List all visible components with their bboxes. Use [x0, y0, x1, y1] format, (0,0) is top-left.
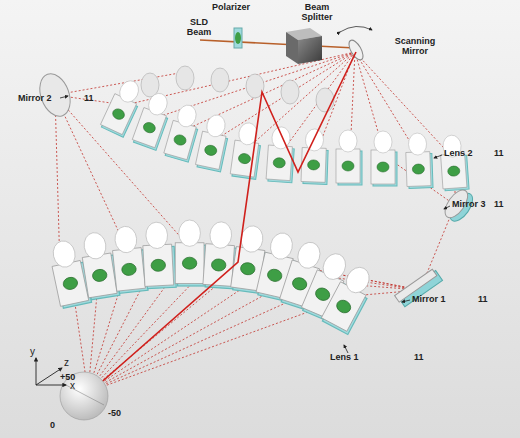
part-label: Lens 2 — [444, 148, 473, 158]
part-label: Polarizer — [212, 2, 250, 12]
scale-number: 11 — [414, 352, 424, 362]
part-label: SLD Beam — [182, 17, 216, 37]
angle-label: 0 — [50, 420, 55, 430]
part-label: Mirror 1 — [412, 294, 446, 304]
scale-number: 11 — [494, 148, 504, 158]
part-label: Mirror 3 — [452, 199, 486, 209]
scale-number: 11 — [494, 199, 504, 209]
part-label: Beam Splitter — [296, 2, 338, 22]
part-label: Lens 1 — [330, 352, 359, 362]
part-label: Mirror 2 — [18, 93, 52, 103]
axis-label: y — [30, 347, 35, 357]
angle-label: -50 — [108, 408, 121, 418]
axis-label: z — [64, 358, 69, 368]
part-label: Scanning Mirror — [390, 36, 440, 56]
scale-number: 11 — [84, 93, 94, 103]
scale-number: 11 — [478, 294, 488, 304]
axis-label: x — [70, 381, 75, 391]
